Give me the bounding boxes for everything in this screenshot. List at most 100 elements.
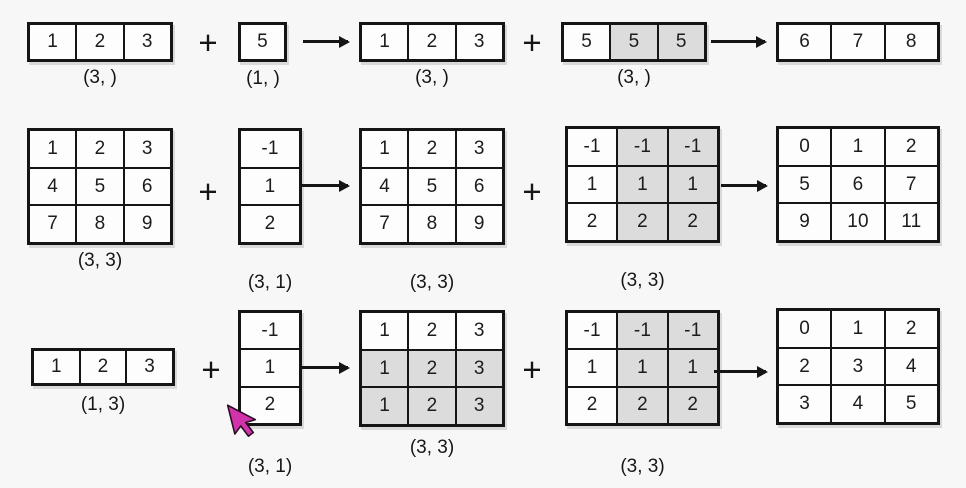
arrow-right-icon bbox=[302, 366, 348, 369]
matrix-cell: 3 bbox=[454, 313, 502, 349]
matrix-cell: 5 bbox=[407, 168, 455, 205]
matrix-cell: 10 bbox=[830, 204, 884, 241]
matrix-cell: 5 bbox=[656, 25, 704, 59]
arrow-right-icon bbox=[721, 184, 766, 187]
matrix-cell: 1 bbox=[30, 25, 76, 59]
matrix-cell: 6 bbox=[779, 25, 831, 59]
matrix-cell: 5 bbox=[75, 168, 123, 205]
matrix-cell: 0 bbox=[779, 311, 831, 347]
matrix-cell: -1 bbox=[568, 313, 617, 349]
matrix-cell: 5 bbox=[241, 25, 284, 59]
matrix-cell: 4 bbox=[362, 168, 408, 205]
matrix-cell: 3 bbox=[454, 350, 502, 387]
shape-label: (1, ) bbox=[246, 68, 280, 89]
matrix-row: -1-1-1 bbox=[568, 313, 717, 349]
matrix-cell: 3 bbox=[454, 25, 502, 59]
matrix-cell: 9 bbox=[779, 204, 831, 241]
matrix-cell: 5 bbox=[564, 25, 610, 59]
plus-operator: + bbox=[198, 173, 218, 210]
matrix-cell: 11 bbox=[883, 204, 937, 241]
matrix-cell: 6 bbox=[122, 168, 170, 205]
matrix-cell: 2 bbox=[75, 131, 123, 167]
matrix-cell: 1 bbox=[616, 350, 667, 386]
plus-operator: + bbox=[522, 24, 542, 61]
matrix-cell: -1 bbox=[666, 129, 717, 165]
matrix-cell: 4 bbox=[883, 348, 937, 385]
mouse-cursor-icon bbox=[226, 404, 257, 437]
matrix-cell: 3 bbox=[454, 388, 502, 425]
plus-operator: + bbox=[201, 351, 221, 388]
matrix-cell: -1 bbox=[616, 129, 667, 165]
matrix-cell: 3 bbox=[125, 351, 173, 383]
matrix-cell: 2 bbox=[75, 25, 123, 59]
shape-label: (1, 3) bbox=[80, 394, 126, 415]
matrix-cell: 2 bbox=[883, 129, 937, 165]
matrix-cell: 2 bbox=[568, 387, 617, 423]
matrix-cell: 1 bbox=[362, 131, 408, 167]
matrix-cell: 3 bbox=[122, 25, 170, 59]
matrix-cell: 1 bbox=[830, 311, 884, 347]
shape-label: (3, 1) bbox=[247, 272, 293, 293]
matrix-cell: 1 bbox=[362, 25, 408, 59]
matrix-cell: 5 bbox=[779, 166, 831, 203]
matrix-cell: 8 bbox=[75, 206, 123, 243]
arrow-right-icon bbox=[303, 40, 348, 43]
matrix-cell: 3 bbox=[779, 386, 831, 423]
matrix-cell: 2 bbox=[407, 350, 455, 387]
matrix-cell: 5 bbox=[883, 386, 937, 423]
matrix-cell: 3 bbox=[122, 131, 170, 167]
shape-label: (3, ) bbox=[415, 67, 449, 88]
matrix-cell: 6 bbox=[830, 166, 884, 203]
matrix-cell: 2 bbox=[407, 313, 455, 349]
matrix-cell: 2 bbox=[616, 204, 667, 241]
matrix-cell: 2 bbox=[241, 206, 299, 243]
matrix-cell: -1 bbox=[568, 129, 617, 165]
matrix-row: -1-1-1 bbox=[568, 129, 717, 165]
arrow-right-icon bbox=[302, 184, 348, 187]
matrix-cell: 2 bbox=[883, 311, 937, 347]
matrix-cell: 2 bbox=[666, 387, 717, 423]
matrix-cell: -1 bbox=[241, 131, 299, 167]
shape-label: (3, 3) bbox=[77, 250, 123, 271]
matrix-cell: 8 bbox=[407, 206, 455, 243]
matrix-cell: 9 bbox=[122, 206, 170, 243]
matrix-cell: -1 bbox=[616, 313, 667, 349]
shape-label: (3, ) bbox=[617, 67, 651, 88]
matrix-cell: 1 bbox=[568, 350, 617, 386]
matrix-cell: 7 bbox=[883, 166, 937, 203]
matrix-cell: 1 bbox=[362, 350, 408, 387]
matrix-cell: 4 bbox=[830, 386, 884, 423]
matrix-cell: -1 bbox=[666, 313, 717, 349]
shape-label: (3, 3) bbox=[620, 456, 665, 477]
matrix-row: -1 bbox=[241, 313, 299, 349]
matrix-cell: 1 bbox=[568, 166, 617, 203]
plus-operator: + bbox=[522, 173, 542, 210]
matrix-cell: 1 bbox=[666, 166, 717, 203]
